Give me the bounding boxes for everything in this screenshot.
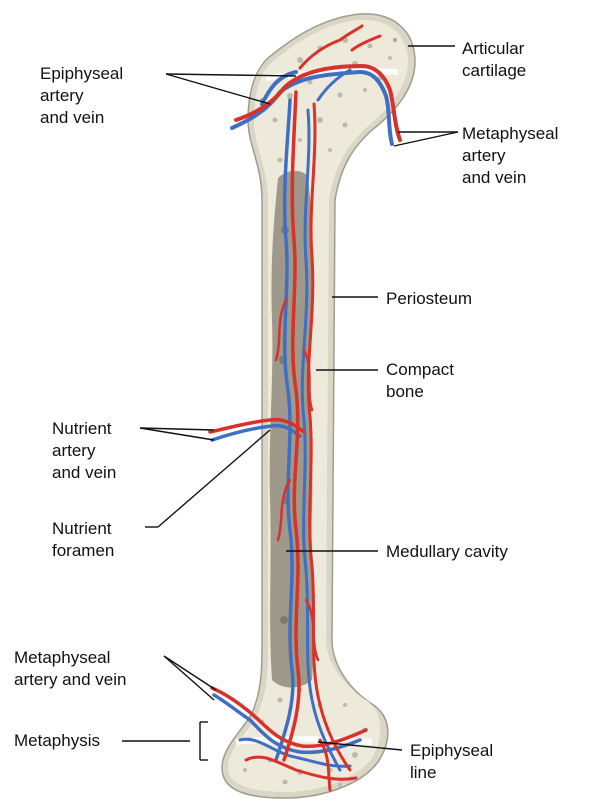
label-medullary-cavity: Medullary cavity	[386, 541, 508, 563]
label-metaphyseal-artery-top: Metaphyseal artery and vein	[462, 123, 558, 189]
label-periosteum: Periosteum	[386, 288, 472, 310]
label-epiphyseal-line: Epiphyseal line	[410, 740, 493, 784]
label-metaphyseal-artery-bottom: Metaphyseal artery and vein	[14, 647, 126, 691]
label-metaphysis: Metaphysis	[14, 730, 100, 752]
label-nutrient-artery: Nutrient artery and vein	[52, 418, 116, 484]
label-articular-cartilage: Articular cartilage	[462, 38, 526, 82]
label-compact-bone: Compact bone	[386, 359, 454, 403]
label-nutrient-foramen: Nutrient foramen	[52, 518, 114, 562]
label-epiphyseal-artery: Epiphyseal artery and vein	[40, 63, 123, 129]
